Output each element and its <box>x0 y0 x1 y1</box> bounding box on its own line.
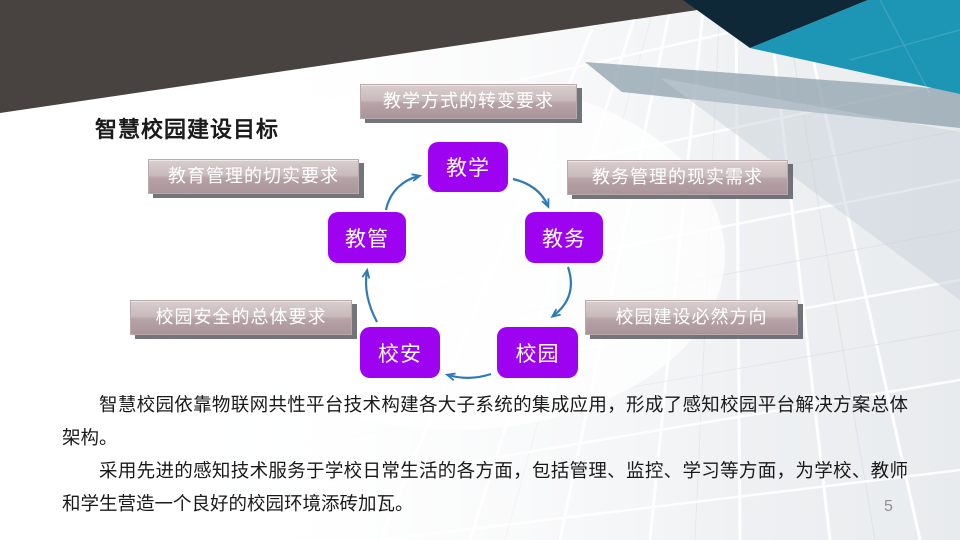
body-paragraph-2: 采用先进的感知技术服务于学校日常生活的各方面，包括管理、监控、学习等方面，为学校… <box>62 460 908 514</box>
requirement-box-teaching-method: 教学方式的转变要求 <box>360 84 577 119</box>
shaded-facade-triangle <box>660 78 960 300</box>
charcoal-wedge <box>0 0 765 113</box>
requirement-box-campus-safety: 校园安全的总体要求 <box>130 300 352 335</box>
node-education-mgmt: 教管 <box>328 212 406 263</box>
node-campus: 校园 <box>497 327 578 378</box>
requirement-box-academic-affairs: 教务管理的现实需求 <box>567 160 788 195</box>
body-paragraph-1: 智慧校园依靠物联网共性平台技术构建各大子系统的集成应用，形成了感知校园平台解决方… <box>62 394 908 448</box>
page-title: 智慧校园建设目标 <box>95 117 280 142</box>
node-teaching: 教学 <box>428 142 508 192</box>
node-campus-safety: 校安 <box>360 327 440 378</box>
node-academic-affairs: 教务 <box>525 212 603 263</box>
body-text: 智慧校园依靠物联网共性平台技术构建各大子系统的集成应用，形成了感知校园平台解决方… <box>62 388 908 520</box>
page-number: 5 <box>884 498 893 515</box>
navy-triangle <box>683 0 868 48</box>
requirement-box-campus-construction: 校园建设必然方向 <box>585 300 798 335</box>
requirement-box-education-management: 教育管理的切实要求 <box>148 159 359 194</box>
steel-band <box>585 62 960 128</box>
teal-triangle <box>750 0 960 94</box>
